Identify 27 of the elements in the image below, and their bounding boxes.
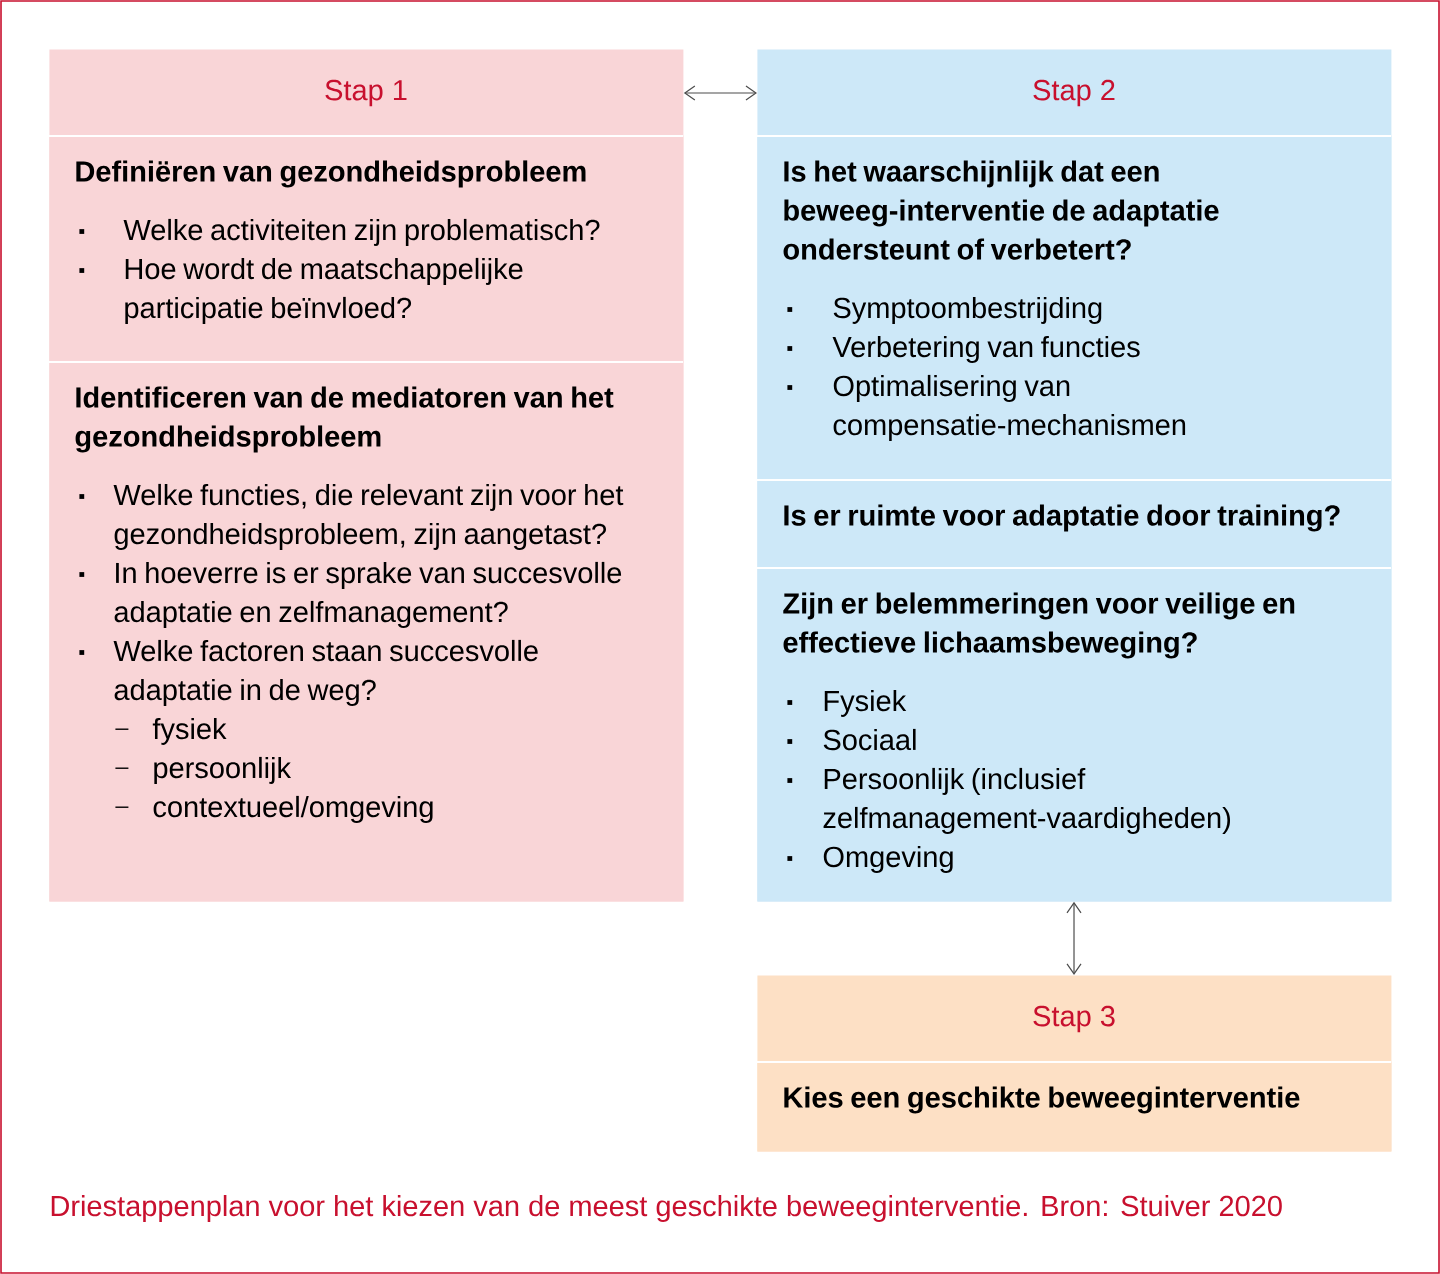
bullet-item: Hoe wordt de maatschappelijke participatie beïnvloed? <box>79 257 523 324</box>
bullet-item: Verbetering van functies <box>787 335 1140 363</box>
double-arrow <box>1066 901 1082 975</box>
bullet-item: In hoeverre is er sprake van succesvolle adaptatie en zelfmanagement? <box>79 561 622 628</box>
step-heading: Stap 1 <box>325 79 407 107</box>
dash-item: fysiek <box>114 717 227 745</box>
heading: Zijn er belemmeringen voor veilige en effectieve lichaamsbeweging? <box>783 592 1295 659</box>
heading: Kies een geschikte beweeginterventie <box>784 1086 1300 1114</box>
dash-item: persoonlijk <box>114 756 292 784</box>
double-arrow <box>683 85 757 101</box>
bullet-item: Welke activiteiten zijn problematisch? <box>79 218 600 246</box>
bullet-item: Sociaal <box>787 728 916 751</box>
caption: Driestappenplan voor het kiezen van de meest geschikte beweeginterventie. Bron: Stuiver 2020 <box>51 1195 1282 1222</box>
heading: Is er ruimte voor adaptatie door training? <box>784 504 1340 532</box>
heading: Definiëren van gezondheidsprobleem <box>76 160 586 188</box>
bullet-item: Welke functies, die relevant zijn voor het gezondheidsprobleem, zijn aangetast? <box>79 483 624 550</box>
bullet-item: Welke factoren staan succesvolle adaptatie in de weg? <box>79 639 538 706</box>
bullet-item: Omgeving <box>787 845 953 873</box>
bullet-item: Symptoombestrijding <box>787 296 1102 324</box>
dash-item: contextueel/omgeving <box>114 795 433 823</box>
bullet-item: Optimalisering van compensatie-mechanismen <box>787 374 1186 441</box>
bullet-item: Fysiek <box>787 689 907 717</box>
heading: Identificeren van de mediatoren van het gezondheidsprobleem <box>75 386 614 453</box>
bullet-item: Persoonlijk (inclusief zelfmanagement-vaardigheden) <box>787 767 1230 834</box>
step-heading: Stap 3 <box>1033 1005 1115 1033</box>
heading: Is het waarschijnlijk dat een beweeg-interventie de adaptatie ondersteunt of verbetert? <box>783 160 1219 260</box>
step-heading: Stap 2 <box>1033 79 1115 107</box>
